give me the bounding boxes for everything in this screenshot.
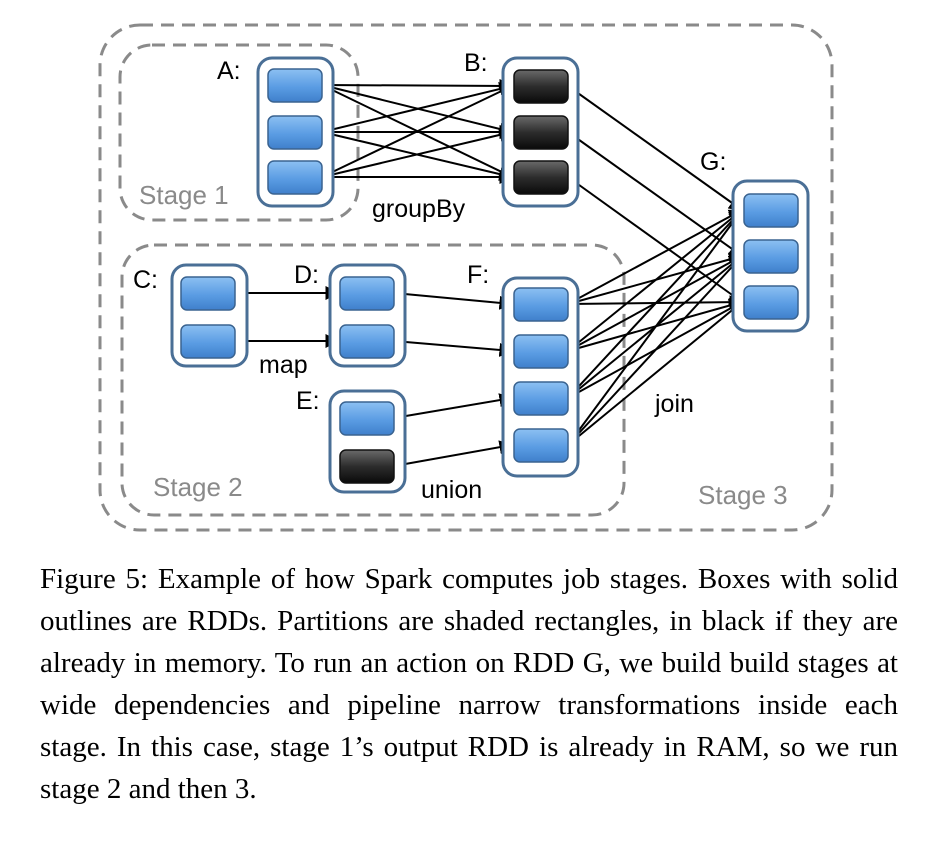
partition-f3 bbox=[513, 381, 569, 416]
rdd-b-label: B: bbox=[464, 49, 488, 77]
partition-c1 bbox=[180, 276, 236, 311]
dependency-edges bbox=[235, 78, 744, 467]
partition-g3 bbox=[743, 285, 799, 320]
edge-a1-b1 bbox=[321, 78, 514, 93]
rdd-d-label: D: bbox=[294, 261, 319, 289]
join-label: join bbox=[654, 390, 694, 418]
partition-d2 bbox=[339, 324, 395, 359]
partitions bbox=[180, 68, 799, 484]
map-label: map bbox=[259, 351, 308, 379]
partition-g2 bbox=[743, 239, 799, 274]
stage-2-label: Stage 2 bbox=[153, 472, 243, 502]
edge-f3-g1 bbox=[567, 208, 743, 399]
stage-1-label: Stage 1 bbox=[139, 180, 229, 210]
rdd-f-label: F: bbox=[467, 261, 489, 289]
union-label: union bbox=[421, 476, 482, 504]
edge-b2-g2 bbox=[567, 131, 744, 257]
figure-caption: Figure 5: Example of how Spark computes … bbox=[40, 563, 898, 805]
rdd-a-label: A: bbox=[217, 57, 241, 85]
partition-b1 bbox=[513, 69, 569, 104]
partition-b2 bbox=[513, 115, 569, 150]
edge-e2-f4 bbox=[393, 440, 514, 467]
spark-stages-diagram: A: B: C: D: E: F: G: groupBy map union j… bbox=[98, 23, 834, 532]
rdd-e-label: E: bbox=[296, 387, 320, 415]
groupby-label: groupBy bbox=[372, 195, 466, 223]
edge-f4-g3 bbox=[567, 301, 744, 446]
edge-b3-g3 bbox=[567, 176, 744, 303]
partition-f2 bbox=[513, 334, 569, 369]
partition-c2 bbox=[180, 324, 236, 359]
operation-labels: groupBy map union join bbox=[259, 195, 694, 504]
edge-e1-f3 bbox=[393, 393, 514, 419]
edge-d1-f1 bbox=[393, 292, 514, 310]
stage-labels: Stage 1 Stage 2 Stage 3 bbox=[139, 180, 788, 510]
rdd-c-label: C: bbox=[133, 266, 158, 294]
partition-f4 bbox=[513, 428, 569, 463]
edge-f1-g1 bbox=[567, 209, 744, 305]
partition-d1 bbox=[339, 276, 395, 311]
edge-f4-g2 bbox=[567, 254, 743, 446]
edge-f2-g1 bbox=[567, 209, 744, 352]
rdd-f-box bbox=[501, 276, 580, 478]
edge-a3-b1 bbox=[321, 85, 514, 178]
edge-f4-g1 bbox=[567, 208, 743, 446]
partition-a2 bbox=[267, 115, 323, 150]
stage-3-label: Stage 3 bbox=[698, 480, 788, 510]
partition-e1 bbox=[339, 401, 395, 436]
rdd-g-label: G: bbox=[700, 148, 726, 176]
stage-2-outline bbox=[120, 243, 626, 517]
edge-a3-b2 bbox=[321, 128, 514, 178]
partition-b3 bbox=[513, 160, 569, 195]
rdd-labels: A: B: C: D: E: F: G: bbox=[133, 49, 726, 415]
edge-a2-b1 bbox=[321, 82, 514, 133]
partition-g1 bbox=[743, 193, 799, 228]
partition-e2 bbox=[339, 449, 395, 484]
partition-a1 bbox=[267, 68, 323, 103]
stage-3-outline bbox=[98, 23, 834, 532]
edge-b1-g1 bbox=[567, 85, 744, 211]
partition-a3 bbox=[267, 160, 323, 195]
partition-f1 bbox=[513, 287, 569, 322]
edge-d2-f2 bbox=[393, 340, 514, 357]
